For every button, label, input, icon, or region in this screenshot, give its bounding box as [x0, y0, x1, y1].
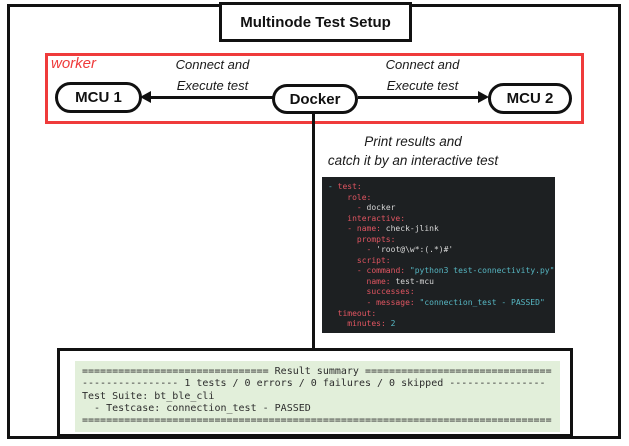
code-line: - message: "connection_test - PASSED": [366, 298, 545, 308]
code-line: - docker: [356, 203, 396, 213]
edge-label-right-line2: Execute test: [386, 78, 459, 93]
code-line: - 'root@\w*:(.*)#': [366, 245, 454, 255]
connector-docker-to-results: [312, 113, 315, 348]
terminal-line: - Testcase: connection_test - PASSED: [82, 402, 311, 414]
edge-label-right-line1: Connect and: [385, 57, 460, 72]
terminal-line: =============================== Result s…: [82, 366, 552, 377]
code-line: - name: check-jlink: [347, 224, 439, 234]
yaml-code-block: - test: role: - docker interactive: - na…: [322, 177, 555, 333]
edge-label-left: Connect and Execute test: [150, 54, 275, 96]
edge-label-right: Connect and Execute test: [360, 54, 485, 96]
code-line: role:: [347, 192, 372, 202]
code-line: - test:: [328, 182, 362, 191]
terminal-line: ========================================…: [82, 415, 552, 427]
terminal-line: Test Suite: bt_ble_cli: [82, 390, 215, 402]
print-results-note-line2: catch it by an interactive test: [327, 153, 499, 168]
print-results-note: Print results and catch it by an interac…: [300, 132, 526, 170]
edge-label-left-line2: Execute test: [176, 78, 249, 93]
node-docker-label: Docker: [289, 90, 341, 108]
diagram-title: Multinode Test Setup: [240, 13, 391, 31]
worker-box-label: worker: [51, 55, 97, 72]
arrow-docker-to-mcu1: [148, 96, 273, 99]
node-docker: Docker: [272, 84, 358, 114]
code-line: script:: [356, 255, 391, 265]
code-line: name: test-mcu: [366, 276, 434, 286]
code-line: minutes: 2: [347, 319, 396, 329]
code-line: timeout:: [337, 308, 377, 318]
terminal-line: ---------------- 1 tests / 0 errors / 0 …: [82, 378, 546, 390]
code-line: interactive:: [347, 213, 406, 223]
edge-label-left-line1: Connect and: [175, 57, 250, 72]
node-mcu1: MCU 1: [55, 82, 142, 113]
node-mcu1-label: MCU 1: [75, 89, 122, 106]
node-mcu2-label: MCU 2: [506, 90, 554, 107]
diagram-title-box: Multinode Test Setup: [219, 2, 412, 42]
arrow-docker-to-mcu2: [358, 96, 478, 99]
code-line: successes:: [366, 287, 415, 297]
code-line: - command: "python3 test-connectivity.py…: [356, 266, 555, 276]
node-mcu2: MCU 2: [488, 83, 572, 114]
arrowhead-right-icon: [478, 91, 489, 103]
arrowhead-left-icon: [140, 91, 151, 103]
terminal-output: =============================== Result s…: [75, 361, 560, 432]
print-results-note-line1: Print results and: [364, 134, 462, 149]
code-line: prompts:: [356, 234, 396, 244]
